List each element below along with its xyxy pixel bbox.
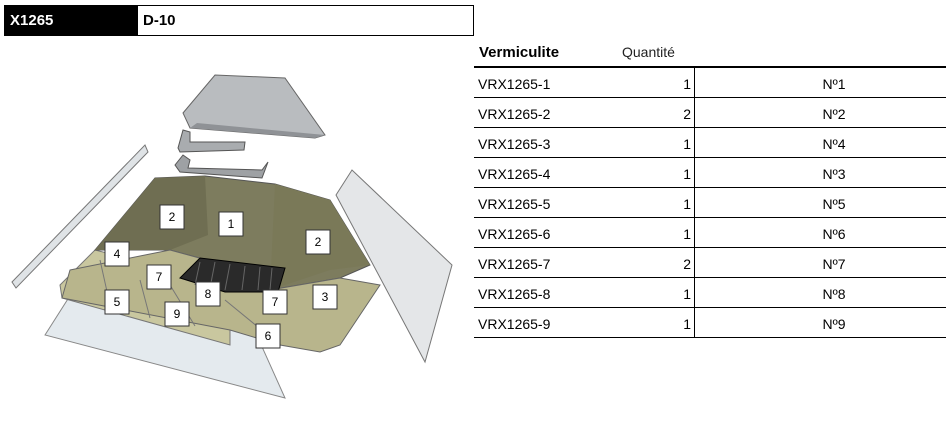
part-ref: VRX1265-6 bbox=[478, 226, 551, 242]
cell-divider bbox=[694, 218, 695, 247]
table-row: VRX1265-8 1 Nº8 bbox=[474, 278, 946, 308]
part-qty: 1 bbox=[683, 286, 691, 302]
part-ref: VRX1265-4 bbox=[478, 166, 551, 182]
part-ref: VRX1265-9 bbox=[478, 316, 551, 332]
label-7a: 7 bbox=[146, 264, 172, 290]
part-qty: 1 bbox=[683, 196, 691, 212]
part-number: Nº7 bbox=[822, 256, 846, 272]
part-ref: VRX1265-5 bbox=[478, 196, 551, 212]
part-number: Nº4 bbox=[822, 136, 846, 152]
product-code: X1265 bbox=[5, 6, 138, 35]
part-qty: 2 bbox=[683, 256, 691, 272]
part-number: Nº2 bbox=[822, 106, 846, 122]
bracket-lower bbox=[174, 154, 269, 179]
col-vermiculite: Vermiculite bbox=[479, 44, 560, 61]
label-2a: 2 bbox=[159, 204, 185, 230]
part-qty: 1 bbox=[683, 316, 691, 332]
cell-divider bbox=[694, 248, 695, 277]
svg-text:2: 2 bbox=[315, 235, 322, 249]
header-bar: X1265 D-10 bbox=[4, 5, 474, 36]
cell-divider bbox=[694, 308, 695, 337]
svg-text:5: 5 bbox=[114, 295, 121, 309]
label-3: 3 bbox=[312, 284, 338, 310]
label-1: 1 bbox=[218, 211, 244, 237]
label-4: 4 bbox=[104, 241, 130, 267]
exploded-diagram: 1 2 2 3 4 5 6 7 7 8 9 bbox=[11, 74, 453, 399]
table-row: VRX1265-1 1 Nº1 bbox=[474, 68, 946, 98]
left-side-panel bbox=[11, 144, 149, 289]
part-number: Nº1 bbox=[822, 76, 846, 92]
part-number: Nº5 bbox=[822, 196, 846, 212]
cell-divider bbox=[694, 278, 695, 307]
svg-text:7: 7 bbox=[272, 295, 279, 309]
table-row: VRX1265-4 1 Nº3 bbox=[474, 158, 946, 188]
table-row: VRX1265-5 1 Nº5 bbox=[474, 188, 946, 218]
table-row: VRX1265-7 2 Nº7 bbox=[474, 248, 946, 278]
svg-text:6: 6 bbox=[265, 329, 272, 343]
label-7b: 7 bbox=[262, 289, 288, 315]
svg-text:3: 3 bbox=[322, 290, 329, 304]
svg-text:8: 8 bbox=[205, 287, 212, 301]
col-quantite: Quantité bbox=[622, 44, 675, 60]
label-9: 9 bbox=[164, 301, 190, 327]
right-side-panel bbox=[335, 169, 453, 364]
bracket-upper bbox=[177, 129, 246, 153]
part-ref: VRX1265-7 bbox=[478, 256, 551, 272]
model-name: D-10 bbox=[143, 12, 176, 29]
part-ref: VRX1265-1 bbox=[478, 76, 551, 92]
label-8: 8 bbox=[195, 281, 221, 307]
part-qty: 1 bbox=[683, 166, 691, 182]
part-number: Nº3 bbox=[822, 166, 846, 182]
part-qty: 1 bbox=[683, 136, 691, 152]
table-header: Vermiculite Quantité bbox=[474, 42, 946, 68]
part-number: Nº6 bbox=[822, 226, 846, 242]
cell-divider bbox=[694, 128, 695, 157]
cell-divider bbox=[694, 188, 695, 217]
part-qty: 1 bbox=[683, 226, 691, 242]
svg-text:9: 9 bbox=[174, 307, 181, 321]
cell-divider bbox=[694, 98, 695, 127]
part-ref: VRX1265-2 bbox=[478, 106, 551, 122]
svg-text:2: 2 bbox=[169, 210, 176, 224]
table-row: VRX1265-9 1 Nº9 bbox=[474, 308, 946, 338]
svg-text:4: 4 bbox=[114, 247, 121, 261]
cell-divider bbox=[694, 68, 695, 97]
label-2b: 2 bbox=[305, 229, 331, 255]
label-5: 5 bbox=[104, 289, 130, 315]
part-ref: VRX1265-8 bbox=[478, 286, 551, 302]
table-row: VRX1265-3 1 Nº4 bbox=[474, 128, 946, 158]
part-ref: VRX1265-3 bbox=[478, 136, 551, 152]
cell-divider bbox=[694, 158, 695, 187]
table-row: VRX1265-6 1 Nº6 bbox=[474, 218, 946, 248]
part-qty: 2 bbox=[683, 106, 691, 122]
part-qty: 1 bbox=[683, 76, 691, 92]
part-number: Nº8 bbox=[822, 286, 846, 302]
label-6: 6 bbox=[255, 323, 281, 349]
svg-text:7: 7 bbox=[156, 270, 163, 284]
part-number: Nº9 bbox=[822, 316, 846, 332]
table-row: VRX1265-2 2 Nº2 bbox=[474, 98, 946, 128]
svg-text:1: 1 bbox=[228, 217, 235, 231]
